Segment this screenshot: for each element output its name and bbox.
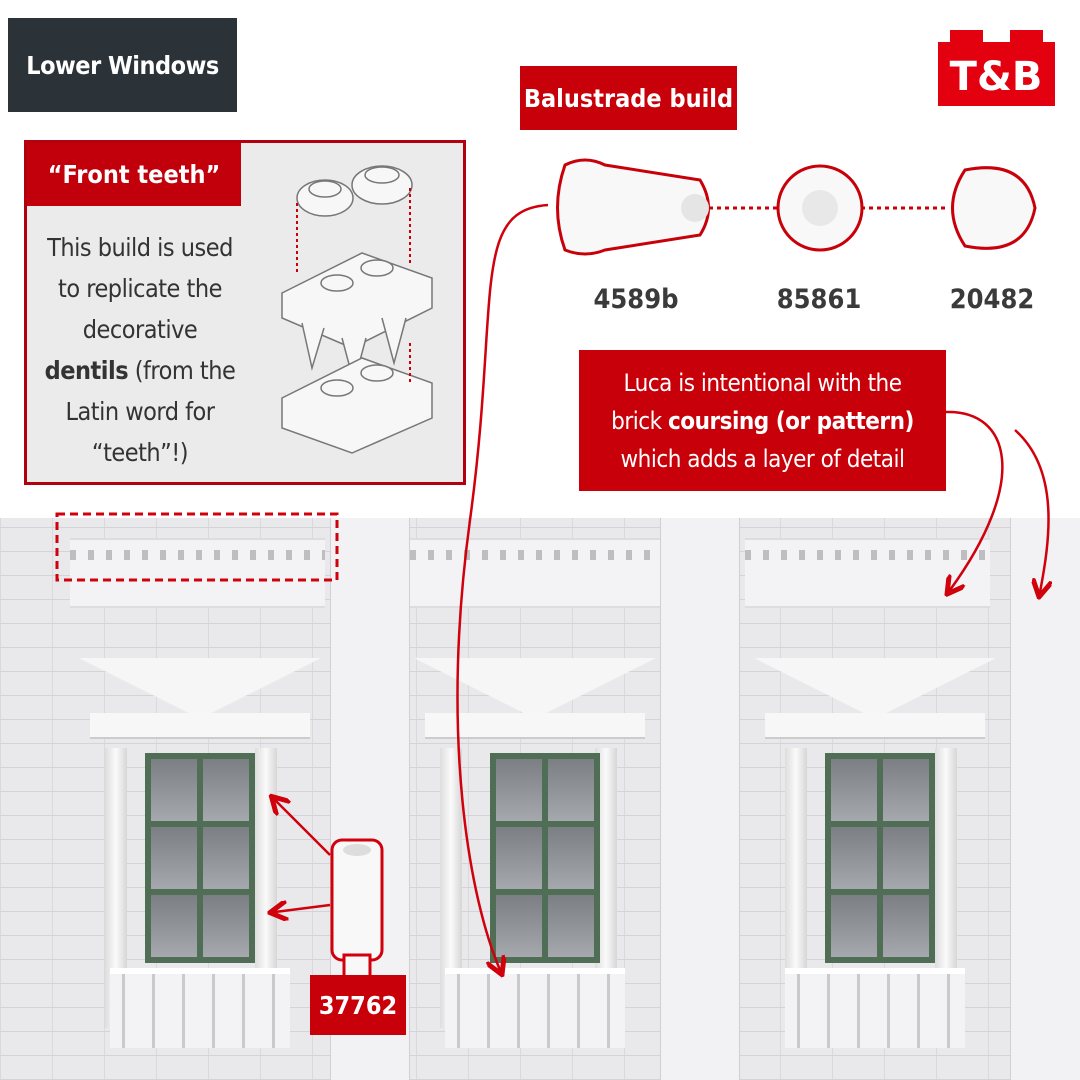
balustrade-parts-illustration [556,158,1037,256]
part-label-37762: 37762 [310,975,406,1035]
desc-line: Latin word for [65,397,215,426]
front-teeth-heading: “Front teeth” [27,143,241,206]
coursing-callout: Luca is intentional with the brick cours… [579,350,946,491]
desc-line: decorative [82,315,198,344]
dentils-term: dentils [44,356,129,385]
window [415,658,655,1078]
dentil-build-illustration [281,165,433,454]
callout-line: brick coursing (or pattern) [579,402,946,440]
window [755,658,995,1078]
desc-line: This build is used [47,233,233,262]
balustrade-heading: Balustrade build [520,66,737,130]
section-title: Lower Windows [8,18,237,112]
part-20482-piece [951,166,1037,250]
front-teeth-description: This build is used to replicate the deco… [35,227,245,473]
desc-line: to replicate the [58,274,222,303]
part-4589b-cone [556,158,710,256]
front-teeth-panel: “Front teeth” This build is used to repl… [24,140,466,485]
part-label-20482: 20482 [949,284,1035,315]
part-label-85861: 85861 [776,284,862,315]
building-facade-photo [0,518,1080,1080]
callout-text: brick [611,407,668,435]
coursing-term: coursing (or pattern) [667,407,914,435]
desc-line-rest: (from the [128,356,236,385]
window [80,658,320,1078]
desc-line: “teeth”!) [91,438,189,467]
callout-line: which adds a layer of detail [620,445,905,473]
tb-logo: T&B [938,30,1055,106]
part-label-4589b: 4589b [593,284,679,315]
svg-text:T&B: T&B [950,54,1043,100]
callout-line: Luca is intentional with the [623,369,902,397]
desc-line: dentils (from the [35,350,245,391]
